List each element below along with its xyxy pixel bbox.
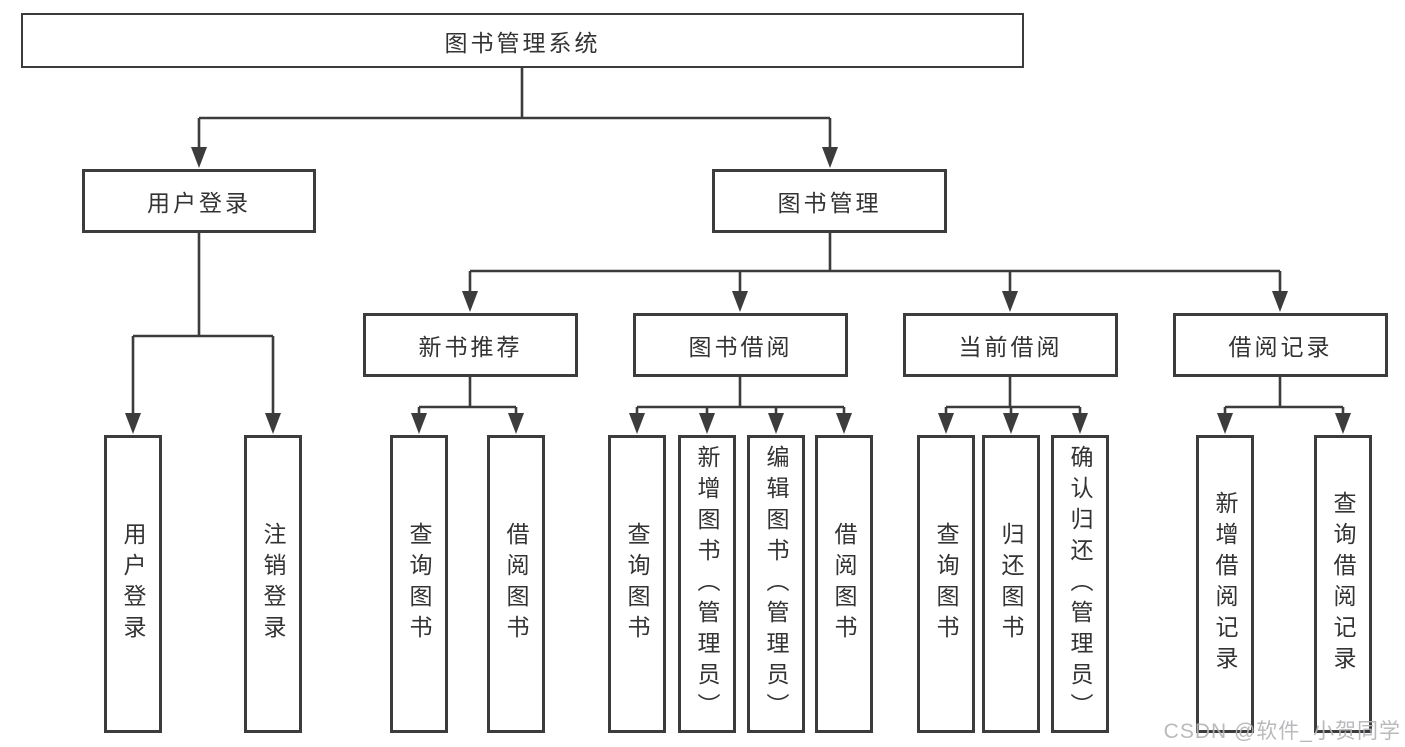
node-label: 用户登录 bbox=[120, 522, 146, 646]
leaf-confirm-return-admin: 确认归还（管理员） bbox=[1051, 435, 1109, 733]
node-label: 新增图书（管理员） bbox=[694, 444, 720, 724]
node-label: 图书借阅 bbox=[688, 334, 793, 360]
leaf-borrow-books-2: 借阅图书 bbox=[815, 435, 873, 733]
leaf-return-books: 归还图书 bbox=[982, 435, 1040, 733]
node-borrowing-records: 借阅记录 bbox=[1173, 313, 1388, 377]
node-label: 查询图书 bbox=[624, 522, 650, 646]
node-user-login: 用户登录 bbox=[82, 169, 316, 233]
node-label: 归还图书 bbox=[998, 522, 1024, 646]
node-label: 用户登录 bbox=[147, 190, 251, 216]
node-label: 新书推荐 bbox=[418, 334, 523, 360]
node-label: 查询图书 bbox=[933, 522, 959, 646]
arrowheads bbox=[125, 147, 1351, 434]
leaf-add-books-admin: 新增图书（管理员） bbox=[678, 435, 736, 733]
node-new-book-recommend: 新书推荐 bbox=[363, 313, 578, 377]
leaf-add-borrow-record: 新增借阅记录 bbox=[1196, 435, 1254, 733]
node-label: 确认归还（管理员） bbox=[1067, 444, 1093, 724]
leaf-logout: 注销登录 bbox=[244, 435, 302, 733]
leaf-query-borrow-record: 查询借阅记录 bbox=[1314, 435, 1372, 733]
node-book-borrowing: 图书借阅 bbox=[633, 313, 848, 377]
node-label: 借阅图书 bbox=[831, 522, 857, 646]
node-label: 编辑图书（管理员） bbox=[763, 444, 789, 724]
leaf-edit-books-admin: 编辑图书（管理员） bbox=[747, 435, 805, 733]
leaf-query-books-3: 查询图书 bbox=[917, 435, 975, 733]
node-label: 图书管理系统 bbox=[444, 29, 601, 56]
node-label: 查询图书 bbox=[406, 522, 432, 646]
node-label: 查询借阅记录 bbox=[1330, 491, 1356, 677]
leaf-query-books-1: 查询图书 bbox=[390, 435, 448, 733]
node-label: 新增借阅记录 bbox=[1212, 491, 1238, 677]
leaf-query-books-2: 查询图书 bbox=[608, 435, 666, 733]
elbow-connectors bbox=[131, 68, 1345, 416]
node-label: 借阅记录 bbox=[1228, 334, 1333, 360]
node-label: 图书管理 bbox=[777, 190, 882, 216]
csdn-watermark: CSDN @软件_小贺同学 bbox=[1163, 720, 1401, 743]
leaf-borrow-books-1: 借阅图书 bbox=[487, 435, 545, 733]
node-label: 注销登录 bbox=[260, 522, 286, 646]
node-system-root: 图书管理系统 bbox=[21, 13, 1024, 68]
leaf-user-login: 用户登录 bbox=[104, 435, 162, 733]
node-label: 借阅图书 bbox=[503, 522, 529, 646]
node-book-management: 图书管理 bbox=[712, 169, 947, 233]
node-label: 当前借阅 bbox=[958, 334, 1063, 360]
node-current-borrowing: 当前借阅 bbox=[903, 313, 1118, 377]
